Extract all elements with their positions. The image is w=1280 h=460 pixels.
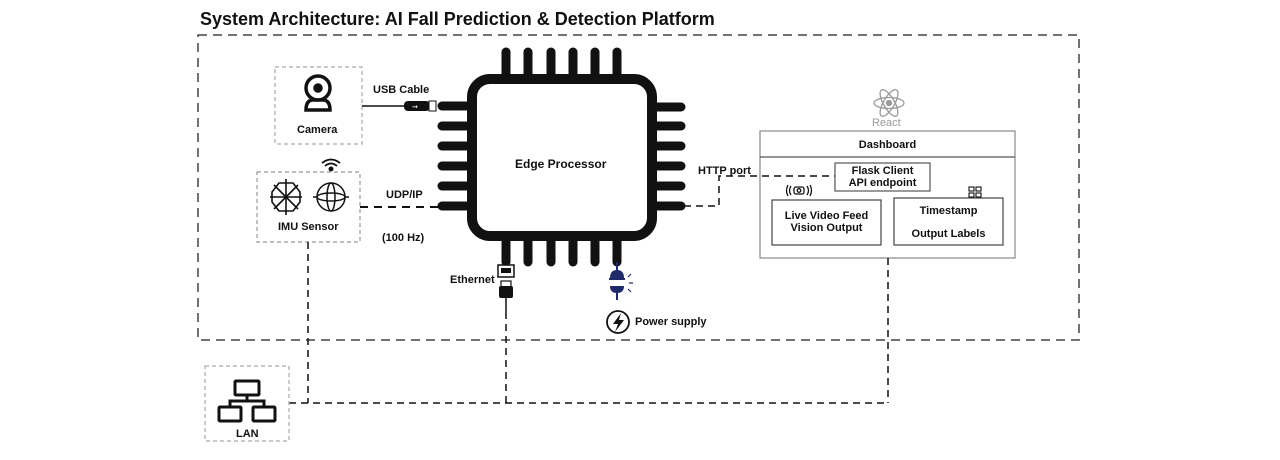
react-label: React <box>872 117 901 129</box>
output-labels-box[interactable] <box>893 197 1004 246</box>
lightning-bolt-icon <box>606 310 630 334</box>
flask-api-text: Flask Client API endpoint <box>835 165 930 189</box>
api-endpoint-label: API endpoint <box>848 177 917 189</box>
flask-client-label: Flask Client <box>851 165 914 177</box>
accelerometer-arrows-icon <box>270 179 302 215</box>
ethernet-plug-icon <box>499 280 513 312</box>
usb-cable-label: USB Cable <box>373 84 430 96</box>
lan-label: LAN <box>236 428 259 440</box>
power-plug-icon <box>609 262 633 300</box>
edge-processor-chip[interactable] <box>467 74 657 241</box>
camera-box[interactable] <box>274 66 363 145</box>
vision-output-label: Vision Output <box>790 222 863 234</box>
live-video-box[interactable] <box>771 199 882 246</box>
http-link <box>684 175 837 207</box>
timestamp-label: Timestamp <box>919 205 978 217</box>
lan-box[interactable] <box>204 365 290 442</box>
edge-processor-label: Edge Processor <box>515 157 607 171</box>
grid-icon <box>968 186 982 198</box>
http-port-label: HTTP port <box>698 165 751 177</box>
camera-label: Camera <box>297 124 338 136</box>
svg-text:⇝: ⇝ <box>412 103 418 111</box>
diagram-title: System Architecture: AI Fall Prediction … <box>200 9 715 29</box>
imu-sensor-label: IMU Sensor <box>278 221 339 233</box>
live-video-text: Live Video Feed Vision Output <box>772 210 881 234</box>
ethernet-port-icon <box>497 264 515 278</box>
udp-rate-label: (100 Hz) <box>382 232 425 244</box>
system-boundary <box>197 34 1080 341</box>
output-labels-label: Output Labels <box>911 228 986 240</box>
dashboard-header: Dashboard <box>858 139 917 151</box>
react-logo-icon <box>873 89 905 117</box>
webcam-icon <box>304 74 332 112</box>
udp-label: UDP/IP <box>386 189 423 201</box>
flask-api-box[interactable] <box>834 162 931 192</box>
ethernet-label: Ethernet <box>450 274 495 286</box>
camera-broadcast-icon <box>785 184 813 197</box>
power-supply-label: Power supply <box>635 316 707 328</box>
wifi-icon <box>321 158 341 172</box>
usb-cable: ⇝ <box>362 100 437 112</box>
live-video-feed-label: Live Video Feed <box>784 210 869 222</box>
network-topology-icon <box>217 379 277 423</box>
gyroscope-icon <box>313 182 349 212</box>
